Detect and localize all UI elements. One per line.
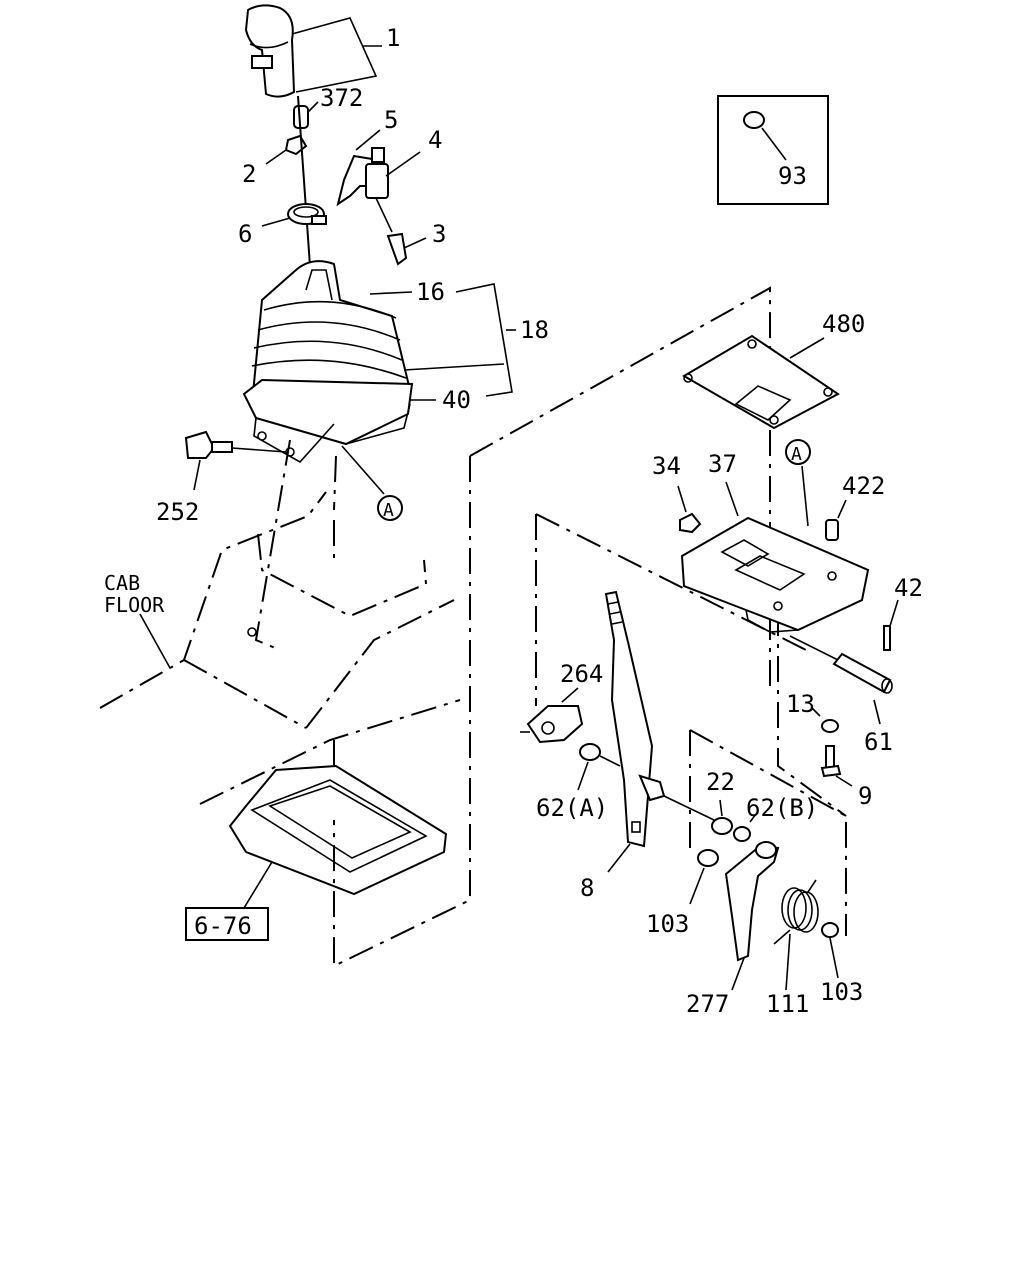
bushing-62b bbox=[663, 795, 757, 842]
label-42: 42 bbox=[894, 574, 923, 602]
nut-34 bbox=[677, 485, 702, 534]
plate-480 bbox=[682, 334, 840, 430]
label-3: 3 bbox=[432, 220, 446, 248]
callout-a-left bbox=[341, 445, 403, 521]
label-2: 2 bbox=[242, 160, 256, 188]
bracket-264 bbox=[520, 687, 584, 744]
label-5: 5 bbox=[384, 106, 398, 134]
inset-box-93 bbox=[717, 95, 829, 205]
pin-42 bbox=[883, 599, 899, 651]
washer-13 bbox=[811, 707, 839, 733]
ref-box bbox=[185, 907, 269, 941]
label-103b: 103 bbox=[820, 978, 863, 1006]
label-6: 6 bbox=[238, 220, 252, 248]
shaft-61 bbox=[789, 635, 893, 725]
shift-rod bbox=[297, 95, 311, 267]
label-9: 9 bbox=[858, 782, 872, 810]
label-8: 8 bbox=[580, 874, 594, 902]
label-40: 40 bbox=[442, 386, 471, 414]
label-floor: FLOOR bbox=[104, 593, 165, 617]
shift-boot bbox=[250, 260, 412, 406]
clamp-6 bbox=[261, 203, 327, 227]
floor-plate bbox=[228, 764, 448, 909]
spring-111 bbox=[773, 879, 819, 991]
label-103a: 103 bbox=[646, 910, 689, 938]
lever-8 bbox=[604, 590, 666, 873]
label-4: 4 bbox=[428, 126, 442, 154]
nut-2 bbox=[265, 134, 308, 165]
label-13: 13 bbox=[786, 690, 815, 718]
leader-16-18-40 bbox=[369, 283, 516, 401]
pin-422 bbox=[825, 499, 847, 541]
label-18: 18 bbox=[520, 316, 549, 344]
callout-a-right bbox=[785, 439, 811, 527]
label-62a: 62(A) bbox=[536, 794, 608, 822]
label-93: 93 bbox=[778, 162, 807, 190]
pin-372 bbox=[293, 101, 319, 129]
boot-base-40 bbox=[242, 378, 414, 464]
label-cab: CAB bbox=[104, 571, 140, 595]
label-111: 111 bbox=[766, 990, 809, 1018]
label-61: 61 bbox=[864, 728, 893, 756]
label-264: 264 bbox=[560, 660, 603, 688]
bushing-62a bbox=[577, 743, 621, 791]
bracket-37 bbox=[680, 481, 870, 633]
lever-277 bbox=[724, 841, 780, 991]
label-callout-a-right: A bbox=[791, 444, 802, 465]
clip-3 bbox=[386, 232, 427, 266]
label-34: 34 bbox=[652, 452, 681, 480]
label-372: 372 bbox=[320, 84, 363, 112]
assembly-frame bbox=[333, 286, 847, 968]
label-62b: 62(B) bbox=[746, 794, 818, 822]
shift-knob bbox=[244, 4, 296, 98]
label-480: 480 bbox=[822, 310, 865, 338]
cab-floor bbox=[99, 439, 461, 820]
leader-1 bbox=[291, 17, 382, 93]
label-277: 277 bbox=[686, 990, 729, 1018]
label-16: 16 bbox=[416, 278, 445, 306]
label-ref-6-76: 6-76 bbox=[194, 912, 252, 940]
bushing-22 bbox=[711, 799, 733, 835]
collar-103a bbox=[689, 849, 719, 905]
label-422: 422 bbox=[842, 472, 885, 500]
label-252: 252 bbox=[156, 498, 199, 526]
label-1: 1 bbox=[386, 24, 400, 52]
switch-4 bbox=[365, 147, 421, 233]
label-22: 22 bbox=[706, 768, 735, 796]
bolt-9 bbox=[820, 745, 853, 787]
collar-103b bbox=[821, 922, 839, 979]
label-37: 37 bbox=[708, 450, 737, 478]
bolt-252 bbox=[184, 430, 287, 491]
label-callout-a-left: A bbox=[383, 500, 394, 521]
